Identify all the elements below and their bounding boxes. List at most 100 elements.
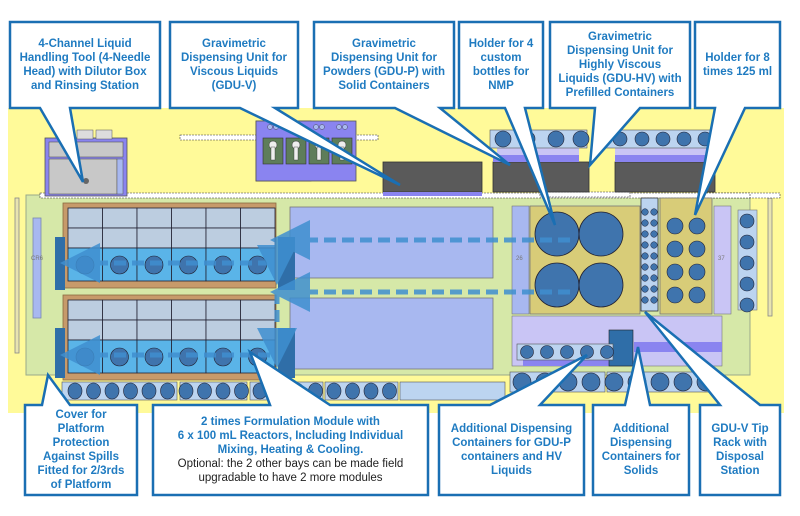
bottom-container (234, 382, 249, 400)
callout-line: Cover for (55, 409, 107, 421)
callout-note-line: upgradable to have 2 more modules (198, 472, 383, 484)
callout-line: Against Spills (42, 451, 120, 463)
module-cell (102, 319, 138, 341)
callout-line: Station (720, 465, 760, 477)
callout-line: Containers for (601, 451, 681, 463)
bottle-125ml (666, 217, 684, 235)
callout-box-liquid-handling (8, 20, 162, 183)
callout-line: Containers for GDU-P (452, 437, 571, 449)
callout-line: Dispensing Unit for (330, 52, 438, 64)
callout-line: Dispensing (610, 437, 672, 449)
bottom-container (86, 382, 101, 400)
callout-line: Solid Containers (338, 80, 430, 92)
callout-line: containers and HV (461, 451, 562, 463)
nmp-bottle (534, 262, 580, 308)
side-rack-container (739, 276, 755, 292)
callout-box-nmp-holder (457, 20, 557, 226)
gdu-p-base (383, 192, 482, 196)
gdu-v-tip (267, 124, 273, 130)
bottom-container-large (673, 372, 693, 392)
module-cell (240, 299, 276, 321)
callout-box-formulation-module (151, 348, 430, 497)
callout-line: Dispensing Unit for (566, 45, 674, 57)
tip (641, 274, 649, 282)
tip (650, 219, 658, 227)
tip (641, 296, 649, 304)
tip (650, 274, 658, 282)
module-cell (102, 299, 138, 321)
module-cell (240, 207, 276, 229)
left-rail (14, 197, 20, 354)
module-cell (240, 227, 276, 249)
callout-line: Fitted for 2/3rds (37, 465, 125, 477)
container (676, 131, 692, 147)
callout-cover: Cover for Platform Protection Against Sp… (25, 405, 137, 495)
callout-box-gdu-p (312, 20, 511, 167)
additional-container (560, 345, 574, 359)
callout-line: Gravimetric (588, 31, 652, 43)
callout-line: Additional (612, 423, 670, 435)
side-rack-container (739, 297, 755, 313)
bottle-125ml (688, 240, 706, 258)
callout-line: Highly Viscous (578, 59, 662, 71)
bottom-container (197, 382, 212, 400)
dark-bracket-left-lower (55, 328, 65, 378)
callout-line: 4-Channel Liquid (38, 38, 132, 50)
callout-line: Protection (52, 437, 110, 449)
bottom-container (104, 382, 120, 400)
gdu-v-tip (319, 124, 325, 130)
label-37: 37 (718, 256, 725, 262)
callout-holder-125ml: Holder for 8 times 125 ml (695, 22, 780, 108)
right-rail (767, 197, 773, 317)
rail-strip (539, 191, 631, 198)
module-cell (205, 299, 241, 321)
label-cr6: CR6 (31, 256, 44, 262)
dark-bracket-upper (278, 237, 295, 290)
module-cell (171, 319, 207, 341)
callout-line: Platform (57, 423, 105, 435)
bottom-container-large (581, 372, 601, 392)
nmp-bottle (578, 262, 624, 308)
bottom-container (345, 382, 360, 400)
callout-box-cover (23, 371, 139, 497)
tip (650, 296, 658, 304)
module-cell (136, 319, 172, 341)
callout-line: bottles for (472, 66, 530, 78)
module-cell (240, 319, 276, 341)
tip (641, 252, 649, 260)
bottle-125ml (688, 217, 706, 235)
rail-strip (699, 192, 751, 199)
gdu-v-tip (342, 124, 348, 130)
callout-line: of Platform (50, 479, 112, 491)
callout-additional-gdu-p-hv: Additional Dispensing Containers for GDU… (439, 405, 584, 495)
tip (641, 219, 649, 227)
module-cell (67, 207, 103, 229)
gdu-v-station-stem (293, 146, 299, 161)
container (572, 130, 590, 148)
bottom-container-large (650, 372, 670, 392)
bottom-container-large (604, 372, 624, 392)
callout-box-tip-rack (644, 311, 782, 497)
callout-additional-solids: Additional Dispensing Containers for Sol… (593, 405, 689, 495)
bottom-container (141, 382, 157, 400)
module-cell (136, 227, 172, 249)
callout-line: Holder for 4 (468, 38, 534, 50)
additional-container (580, 345, 594, 359)
dark-bracket-left-upper (55, 237, 65, 290)
gdu-v-tip (313, 124, 319, 130)
module-cell (205, 207, 241, 229)
callout-tip-rack: GDU-V Tip Rack with Disposal Station (700, 405, 780, 495)
additional-container (540, 345, 554, 359)
callout-line: Gravimetric (352, 38, 416, 50)
nmp-bottle (534, 211, 580, 257)
gdu-v-station-stem (316, 146, 322, 161)
container (655, 131, 671, 147)
callout-line: Liquids (491, 465, 532, 477)
bay-upper (289, 206, 494, 279)
callout-line: custom (480, 52, 522, 64)
side-rack-container (739, 213, 755, 229)
module-cell (205, 319, 241, 341)
module-cell (205, 227, 241, 249)
